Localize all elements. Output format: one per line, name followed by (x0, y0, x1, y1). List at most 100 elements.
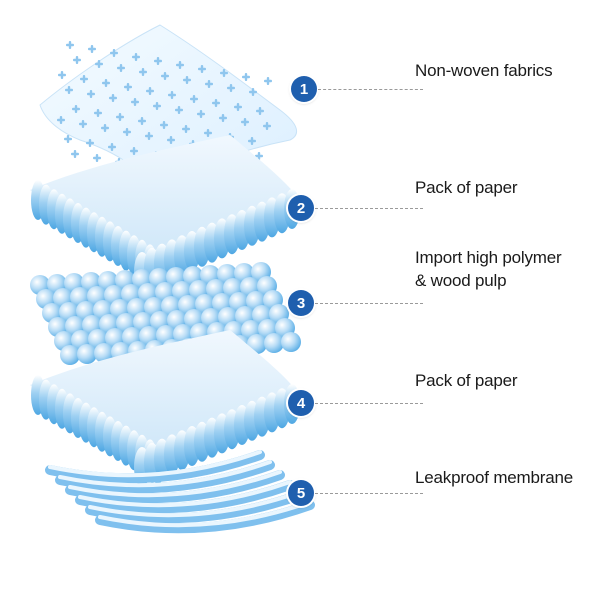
cross-dot-icon (139, 68, 147, 76)
polymer-bead (60, 345, 80, 365)
leader-line (315, 403, 423, 404)
layer-number-badge: 2 (288, 195, 314, 221)
cross-dot-icon (64, 135, 72, 143)
leader-line (318, 89, 423, 90)
cross-dot-icon (198, 65, 206, 73)
cross-dot-icon (190, 95, 198, 103)
cross-dot-icon (116, 113, 124, 121)
layer-number-badge: 1 (291, 76, 317, 102)
cross-dot-icon (123, 128, 131, 136)
membrane-ridge-highlight (68, 470, 282, 498)
cross-dot-icon (204, 129, 212, 137)
cross-dot-icon (220, 69, 228, 77)
cross-dot-icon (95, 60, 103, 68)
cross-dot-icon (124, 83, 132, 91)
cross-dot-icon (102, 79, 110, 87)
cross-dot-icon (65, 86, 73, 94)
cross-dot-icon (117, 64, 125, 72)
cross-dot-icon (86, 139, 94, 147)
cross-dot-icon (175, 106, 183, 114)
cross-dot-icon (167, 136, 175, 144)
layer-label-line-1: Import high polymer (415, 248, 562, 267)
cross-dot-icon (108, 143, 116, 151)
cross-dot-icon (138, 117, 146, 125)
cross-dot-icon (58, 71, 66, 79)
layer-number-badge: 5 (288, 480, 314, 506)
cross-dot-icon (212, 99, 220, 107)
membrane-ridge (85, 490, 305, 524)
layer-label: Non-woven fabrics (415, 61, 553, 80)
leader-line (315, 493, 423, 494)
cross-dot-icon (72, 105, 80, 113)
cross-dot-icon (109, 94, 117, 102)
cross-dot-icon (80, 75, 88, 83)
paper-roll-edge (31, 375, 300, 487)
cross-dot-icon (160, 121, 168, 129)
membrane-ridge-highlight (88, 490, 302, 518)
membrane-ridge (75, 480, 295, 514)
cross-dot-icon (145, 132, 153, 140)
membrane-ridge (55, 460, 275, 494)
cross-dot-icon (79, 120, 87, 128)
cross-dot-icon (154, 57, 162, 65)
cross-dot-icon (182, 125, 190, 133)
cross-dot-icon (249, 88, 257, 96)
cross-dot-icon (248, 137, 256, 145)
leader-line (315, 303, 423, 304)
polymer-bead (77, 344, 97, 364)
membrane-ridge (65, 470, 285, 504)
cross-dot-icon (87, 90, 95, 98)
cross-dot-icon (110, 49, 118, 57)
cross-dot-icon (153, 102, 161, 110)
cross-dot-icon (242, 73, 250, 81)
cross-dot-icon (131, 98, 139, 106)
cross-dot-icon (101, 124, 109, 132)
membrane-ridge-highlight (98, 500, 312, 528)
cross-dot-icon (234, 103, 242, 111)
cross-dot-icon (57, 116, 65, 124)
cross-dot-icon (168, 91, 176, 99)
cross-dot-icon (263, 122, 271, 130)
cross-dot-icon (88, 45, 96, 53)
cross-dot-icon (264, 77, 272, 85)
cross-dot-icon (241, 118, 249, 126)
layer-label-line-2: & wood pulp (415, 271, 507, 290)
polymer-bead (94, 343, 114, 363)
cross-dot-icon (66, 41, 74, 49)
polymer-bead (281, 332, 301, 352)
layer-label: Pack of paper (415, 178, 518, 197)
layer-label: Pack of paper (415, 371, 518, 390)
cross-dot-icon (73, 56, 81, 64)
cross-dot-icon (176, 61, 184, 69)
cross-dot-icon (71, 150, 79, 158)
cross-dot-icon (146, 87, 154, 95)
cross-dot-icon (205, 80, 213, 88)
cross-dot-icon (130, 147, 138, 155)
cross-dot-icon (219, 114, 227, 122)
layer-number-badge: 3 (288, 290, 314, 316)
membrane-ridge (45, 450, 265, 484)
layer-label: Leakproof membrane (415, 468, 573, 487)
cross-dot-icon (255, 152, 263, 160)
leader-line (315, 208, 423, 209)
cross-dot-icon (227, 84, 235, 92)
polymer-bead-layer-icon (30, 262, 301, 365)
membrane-ridge-highlight (58, 460, 272, 488)
membrane-ridge-highlight (48, 450, 262, 478)
cross-dot-icon (197, 110, 205, 118)
cross-dot-icon (161, 72, 169, 80)
polymer-bead (264, 333, 284, 353)
layer-number-badge: 4 (288, 390, 314, 416)
cross-dot-icon (183, 76, 191, 84)
cross-dot-icon (256, 107, 264, 115)
cross-dot-icon (93, 154, 101, 162)
cross-dot-icon (132, 53, 140, 61)
cross-dot-icon (94, 109, 102, 117)
membrane-ridge-highlight (78, 480, 292, 508)
membrane-ridge (95, 500, 315, 534)
